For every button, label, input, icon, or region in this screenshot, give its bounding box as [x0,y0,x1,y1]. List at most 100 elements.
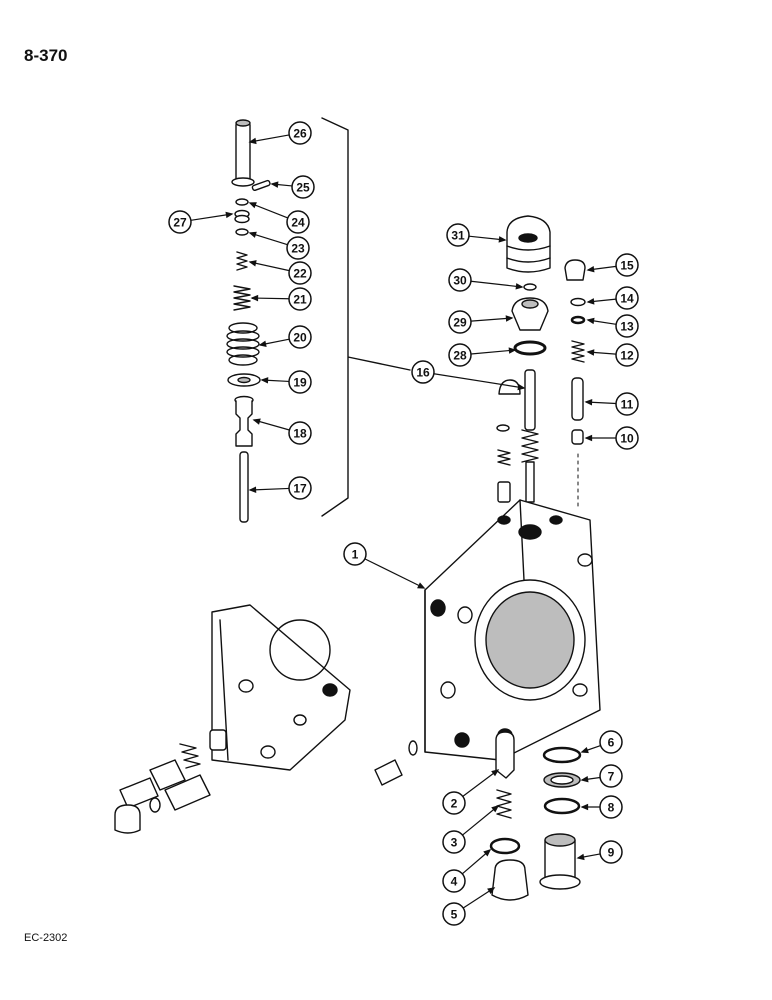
callout-label: 26 [293,127,307,141]
part-4-ring [489,837,521,855]
leader-line-17 [249,487,290,491]
leader-line-30 [470,280,523,288]
part-25-pin [251,179,271,192]
callout-label: 31 [451,229,465,243]
arrowhead-25 [270,181,279,188]
callout-label: 20 [293,331,307,345]
arrowhead-31 [498,236,507,243]
part-20-spring [226,322,260,366]
callout-5: 5 [442,902,466,926]
part-14-ring [570,297,586,307]
callout-label: 22 [293,267,307,281]
arrowhead-8 [580,803,589,811]
callout-label: 28 [453,349,467,363]
callout-23: 23 [286,236,310,260]
callout-4: 4 [442,869,466,893]
callout-label: 1 [352,548,359,562]
arrowhead-10 [584,434,593,442]
part-17-rod [239,451,249,523]
callout-29: 29 [448,310,472,334]
part-11-pin [571,377,584,421]
callout-2: 2 [442,791,466,815]
arrowhead-12 [586,349,595,356]
arrowhead-27 [225,211,234,219]
leader-line-3 [462,805,499,836]
arrowhead-24 [248,202,257,209]
callout-27: 27 [168,210,192,234]
callout-14: 14 [615,286,639,310]
callout-label: 23 [291,242,305,256]
part-19-seat [227,373,261,387]
callout-label: 10 [620,432,634,446]
arrowhead-21 [250,294,259,302]
part-7-washer [543,772,581,788]
part-6-ring [542,746,582,764]
leader-line-2 [462,769,499,797]
arrowhead-14 [586,298,595,305]
part-26-plunger [231,119,255,187]
leader-line-26 [249,134,290,143]
callout-12: 12 [615,343,639,367]
arrowhead-2 [491,769,500,777]
arrowhead-23 [248,231,257,238]
part-29-plug [511,297,549,331]
callout-label: 17 [293,482,307,496]
arrowhead-5 [487,887,496,895]
group-bracket [321,117,411,517]
callout-6: 6 [599,730,623,754]
leader-line-23 [249,232,288,246]
callout-28: 28 [448,343,472,367]
part-30-oring [523,283,537,291]
callout-label: 19 [293,376,307,390]
callout-label: 9 [608,846,615,860]
arrowhead-29 [505,315,514,322]
callout-label: 5 [451,908,458,922]
arrowhead-13 [586,317,595,325]
arrowhead-11 [584,399,593,406]
leader-line-24 [249,202,288,219]
part-10-piston [571,429,584,445]
arrowhead-17 [248,486,257,493]
callout-10: 10 [615,426,639,450]
callout-label: 11 [621,398,634,412]
arrowhead-15 [586,266,595,273]
callout-label: 15 [620,259,634,273]
arrowhead-7 [580,775,589,783]
arrowhead-16 [517,383,526,391]
part-24-ring [235,198,249,206]
part-21-spring [233,285,251,311]
fitting-left-of-body [374,740,418,786]
leader-line-1 [364,558,425,589]
callout-label: 27 [173,216,187,230]
callout-label: 29 [453,316,467,330]
part-18-spool [234,395,254,447]
callout-label: 4 [451,875,458,889]
part-13-ring [570,315,586,325]
callout-7: 7 [599,764,623,788]
part-22-spring [236,251,248,271]
leader-lines [190,134,617,909]
callout-19: 19 [288,370,312,394]
part-8-ring [543,797,581,815]
callout-17: 17 [288,476,312,500]
left-relief-parts [114,729,227,834]
callout-3: 3 [442,830,466,854]
callout-18: 18 [288,421,312,445]
callout-15: 15 [615,253,639,277]
callout-label: 16 [416,366,430,380]
part-15-cap [564,259,586,281]
leader-line-22 [249,261,290,272]
part-2-spool [495,731,515,779]
callout-label: 7 [608,770,615,784]
part-3-spring [496,789,512,819]
callout-22: 22 [288,261,312,285]
arrowhead-19 [260,377,269,384]
arrowhead-30 [515,283,524,290]
arrowhead-1 [417,582,426,589]
leader-line-28 [470,349,516,355]
arrowhead-9 [576,853,585,861]
callout-label: 24 [291,216,305,230]
arrowhead-6 [580,746,589,754]
